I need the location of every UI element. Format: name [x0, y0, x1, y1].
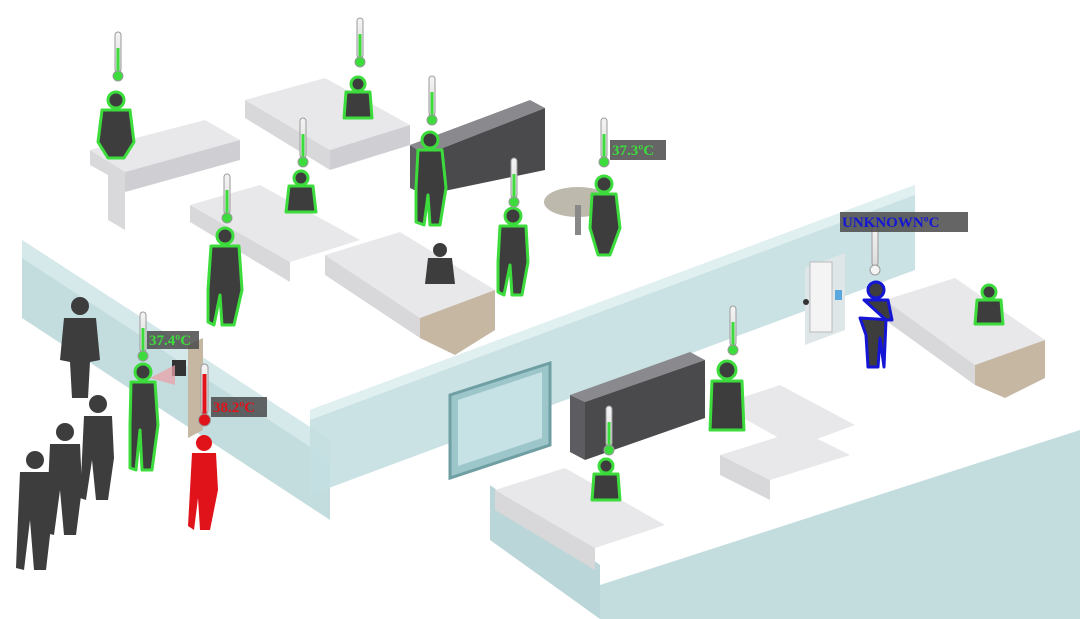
person-normal — [96, 90, 136, 160]
person-normal — [206, 226, 244, 327]
person-normal — [708, 359, 746, 432]
person-normal — [414, 130, 448, 227]
reading-unknown-text: UNKNOWNºC — [842, 215, 939, 231]
thermometer-icon — [297, 117, 309, 168]
queue-person — [46, 423, 82, 535]
reading-entrance-fever-text: 38.2ºC — [213, 400, 255, 416]
queue-person — [80, 395, 114, 500]
thermometer-icon — [354, 17, 366, 68]
person-seated — [425, 243, 455, 284]
reading-entrance-fever: 38.2ºC — [211, 397, 267, 417]
security-guard — [60, 297, 100, 398]
thermometer-icon-unknown — [869, 225, 881, 276]
queue-silhouettes — [16, 297, 114, 570]
person-unknown — [858, 280, 894, 369]
wall-display — [448, 360, 552, 481]
person-normal — [496, 206, 530, 297]
person-normal — [588, 174, 622, 257]
person-normal — [128, 362, 160, 472]
reading-lounge-text: 37.3ºC — [612, 143, 654, 159]
queue-person — [16, 451, 52, 570]
person-normal — [590, 457, 622, 502]
thermometer-icon — [112, 31, 124, 82]
thermometer-icon — [598, 117, 610, 168]
normal-temperature-people — [96, 75, 1005, 502]
reading-entrance-normal: 37.4ºC — [147, 331, 199, 349]
reading-unknown: UNKNOWNºC — [840, 212, 968, 232]
scan-beam — [150, 365, 175, 385]
temperature-labels: 37.4ºC 38.2ºC 37.3ºC UNKNOWNºC — [147, 140, 968, 417]
reading-lounge: 37.3ºC — [610, 140, 666, 160]
thermometers — [112, 17, 881, 456]
thermometer-icon — [221, 173, 233, 224]
reading-entrance-normal-text: 37.4ºC — [149, 333, 191, 349]
person-fever — [188, 435, 218, 530]
person-normal — [284, 169, 318, 214]
thermometer-icon — [508, 157, 520, 208]
person-normal — [973, 283, 1005, 326]
thermometer-icon — [727, 305, 739, 356]
thermometer-icon-fever — [198, 363, 211, 427]
left-glass-wall — [22, 240, 330, 520]
right-room-front-wall — [600, 430, 1080, 619]
floor-plan — [22, 185, 1080, 619]
person-normal — [342, 75, 374, 120]
thermometer-icon — [137, 311, 149, 362]
thermometer-icon — [603, 405, 615, 456]
thermometer-icon — [426, 75, 438, 126]
